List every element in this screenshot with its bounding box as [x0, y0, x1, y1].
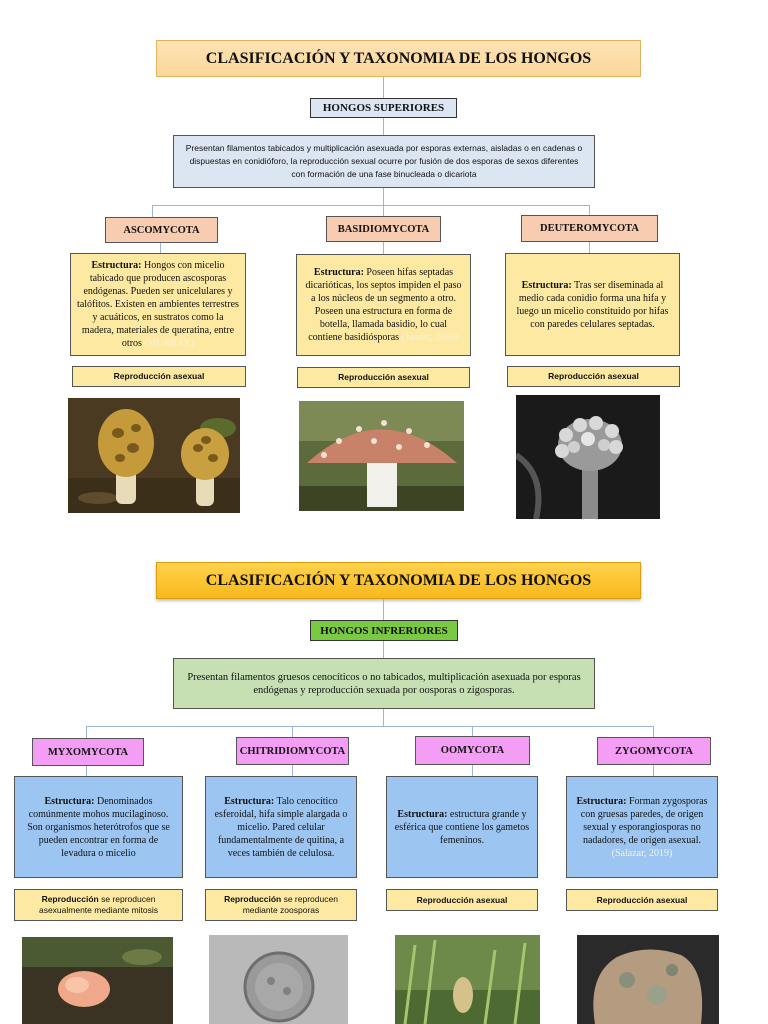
structure-ascomycota: Estructura: Hongos con micelio tabicado … [70, 253, 246, 356]
reproduction-label: Reproducción [224, 894, 282, 904]
reproduction-label: Reproducción asexual [596, 894, 688, 905]
hongos-superiores-description: Presentan filamentos tabicados y multipl… [173, 135, 595, 188]
phylum-zygomycota: ZYGOMYCOTA [597, 737, 711, 765]
bread-mold-photo [577, 935, 719, 1024]
water-mold-photo [395, 935, 540, 1024]
reproduction-label: Reproducción [41, 894, 99, 904]
reproduction-oomycota: Reproducción asexual [386, 889, 538, 911]
phylum-myxomycota: MYXOMYCOTA [32, 738, 144, 766]
structure-text: Tras ser diseminada al medio cada conidi… [516, 279, 669, 330]
citation: (Juarez, 2016) [401, 332, 459, 343]
bottom-title: CLASIFICACIÓN Y TAXONOMIA DE LOS HONGOS [156, 562, 641, 599]
structure-deuteromycota: Estructura: Tras ser diseminada al medio… [505, 253, 680, 356]
structure-chitridiomycota: Estructura: Talo cenocítico esferoidal, … [205, 776, 357, 878]
reproduction-text: se reproducen asexualmente mediante mito… [38, 894, 159, 915]
structure-text: Poseen hifas septadas dicarióticas, los … [305, 267, 462, 343]
reproduction-label: Reproducción asexual [416, 894, 508, 905]
reproduction-ascomycota: Reproducción asexual [72, 366, 246, 387]
chytrid-micrograph [209, 935, 348, 1024]
structure-basidiomycota: Estructura: Poseen hifas septadas dicari… [296, 254, 471, 356]
amanita-mushroom-photo [299, 401, 464, 511]
hongos-superiores-label: HONGOS SUPERIORES [310, 98, 457, 118]
slime-mold-photo [22, 937, 173, 1024]
structure-text: estructura grande y esférica que contien… [394, 808, 530, 846]
structure-label: Estructura: [576, 795, 627, 807]
structure-label: Estructura: [521, 279, 572, 291]
reproduction-myxomycota: Reproducción se reproducen asexualmente … [14, 889, 183, 921]
citation: (Salazar, 2019) [611, 847, 673, 859]
citation: (MURRAY) [144, 338, 195, 349]
top-title: CLASIFICACIÓN Y TAXONOMIA DE LOS HONGOS [156, 40, 641, 77]
structure-label: Estructura: [397, 808, 448, 820]
phylum-basidiomycota: BASIDIOMYCOTA [326, 216, 441, 242]
structure-text: Talo cenocítico esferoidal, hifa simple … [214, 795, 348, 859]
structure-text: Denominados comúnmente mohos mucilaginos… [27, 795, 170, 859]
structure-oomycota: Estructura: estructura grande y esférica… [386, 776, 538, 878]
structure-text: Forman zygosporas con gruesas paredes, d… [580, 795, 708, 846]
structure-label: Estructura: [91, 260, 142, 271]
reproduction-deuteromycota: Reproducción asexual [507, 366, 680, 387]
reproduction-basidiomycota: Reproducción asexual [297, 367, 470, 388]
phylum-ascomycota: ASCOMYCOTA [105, 217, 218, 243]
structure-label: Estructura: [44, 795, 95, 807]
phylum-chitridiomycota: CHITRIDIOMYCOTA [236, 737, 349, 765]
structure-zygomycota: Estructura: Forman zygosporas con gruesa… [566, 776, 718, 878]
reproduction-text: se reproducen mediante zoosporas [242, 894, 338, 915]
conidiophore-micrograph [516, 395, 660, 519]
structure-label: Estructura: [224, 795, 275, 807]
hongos-inferiores-description: Presentan filamentos gruesos cenocíticos… [173, 658, 595, 709]
hongos-inferiores-label: HONGOS INFRERIORES [310, 620, 458, 641]
phylum-oomycota: OOMYCOTA [415, 736, 530, 765]
phylum-deuteromycota: DEUTEROMYCOTA [521, 215, 658, 242]
structure-label: Estructura: [313, 267, 364, 278]
structure-myxomycota: Estructura: Denominados comúnmente mohos… [14, 776, 183, 878]
reproduction-zygomycota: Reproducción asexual [566, 889, 718, 911]
morel-mushroom-photo [68, 398, 240, 513]
reproduction-chitridiomycota: Reproducción se reproducen mediante zoos… [205, 889, 357, 921]
structure-text: Hongos con micelio tabicado que producen… [77, 260, 239, 349]
